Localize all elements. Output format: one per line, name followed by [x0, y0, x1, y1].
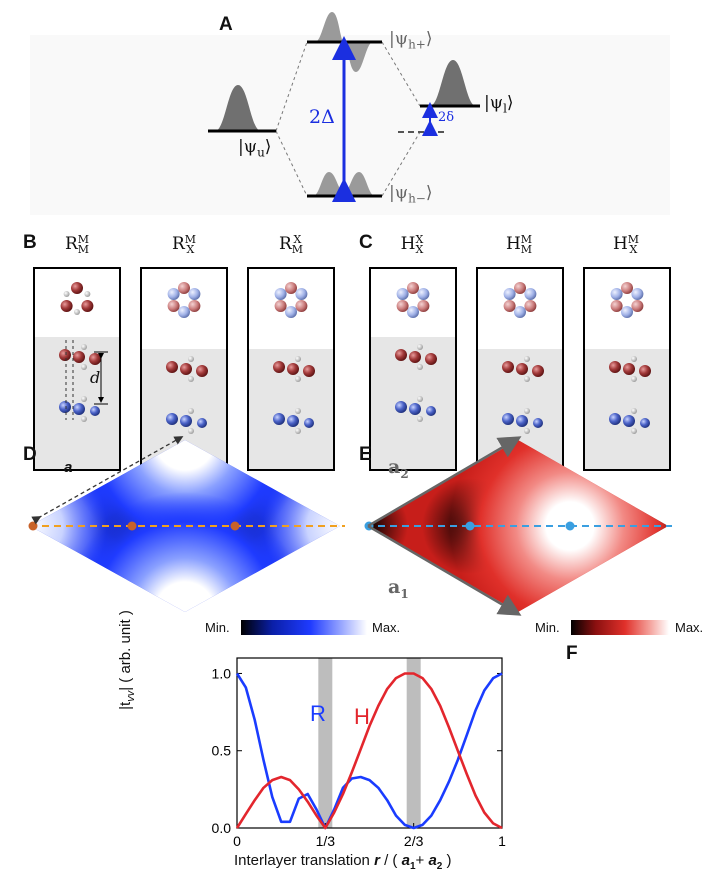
connector-hminus-l	[381, 131, 421, 197]
label-gap-large: 2Δ	[309, 106, 335, 128]
connector-hplus-l	[381, 41, 421, 107]
panel-label-c: C	[359, 232, 373, 253]
interlayer-distance-label: d	[90, 368, 101, 387]
x-tick-label-3: 1	[498, 833, 506, 849]
colorbar-d-max: Max.	[372, 620, 401, 635]
series-line-H	[235, 672, 503, 830]
stacking-box-r-xm	[247, 267, 335, 471]
wavefunction-u	[215, 85, 261, 131]
hopping-map-r	[28, 436, 672, 616]
label-psi-hminus: |ψh−⟩	[389, 183, 433, 206]
wavefunction-hminus	[313, 172, 375, 196]
label-psi-hplus: |ψh+⟩	[389, 29, 433, 52]
label-psi-u: |ψu⟩	[238, 137, 272, 160]
x-tick-label-2: 2/3	[404, 833, 424, 849]
lattice-vector-a	[31, 436, 184, 525]
panel-label-f: F	[566, 643, 578, 664]
label-psi-l: |ψl⟩	[484, 93, 514, 116]
y-tick-label-2: 1.0	[212, 665, 232, 681]
vector-a1	[367, 524, 522, 616]
wavefunction-hplus-pos	[315, 12, 344, 42]
chart-x-axis-label: Interlayer translation r / ( a1+ a2 )	[234, 852, 452, 872]
shaded-band-1	[318, 658, 333, 828]
colorbar-e-max: Max.	[675, 620, 704, 635]
chart-y-axis-label: |tvv| ( arb. unit )	[117, 610, 137, 710]
map-point-h-3	[565, 521, 575, 531]
x-tick-label-0: 0	[233, 833, 241, 849]
panel-label-e: E	[359, 444, 372, 465]
x-tick-label-1: 1/3	[316, 833, 336, 849]
colorbar-d-min: Min.	[205, 620, 230, 635]
energy-level-diagram	[30, 12, 670, 215]
stacking-atoms	[59, 282, 651, 434]
y-tick-label-0: 0.0	[212, 820, 232, 836]
series-line-R	[235, 672, 503, 830]
colorbar-e	[571, 620, 669, 635]
y-tick-label-1: 0.5	[212, 743, 232, 759]
panel-label-a: A	[219, 14, 233, 35]
plot-frame	[236, 657, 503, 829]
map-point-h-2	[465, 521, 475, 531]
wavefunction-l	[430, 60, 476, 106]
colorbar-e-min: Min.	[535, 620, 560, 635]
map-point-r-3	[230, 521, 240, 531]
shaded-band-2	[406, 658, 421, 828]
connector-u-hminus	[275, 130, 308, 197]
label-gap-small: 2δ	[438, 110, 455, 125]
vector-label-a1: a1	[388, 576, 409, 601]
vector-a2	[367, 436, 522, 528]
colorbar-d	[241, 620, 367, 635]
lattice-label-a: a	[64, 459, 73, 476]
vector-label-a2: a2	[388, 456, 409, 481]
interlayer-distance-marker	[65, 340, 108, 420]
panel-label-b: B	[23, 232, 37, 253]
chart-label-r: R	[310, 701, 326, 726]
connector-u-hplus	[275, 41, 308, 132]
chart-label-h: H	[354, 704, 370, 729]
